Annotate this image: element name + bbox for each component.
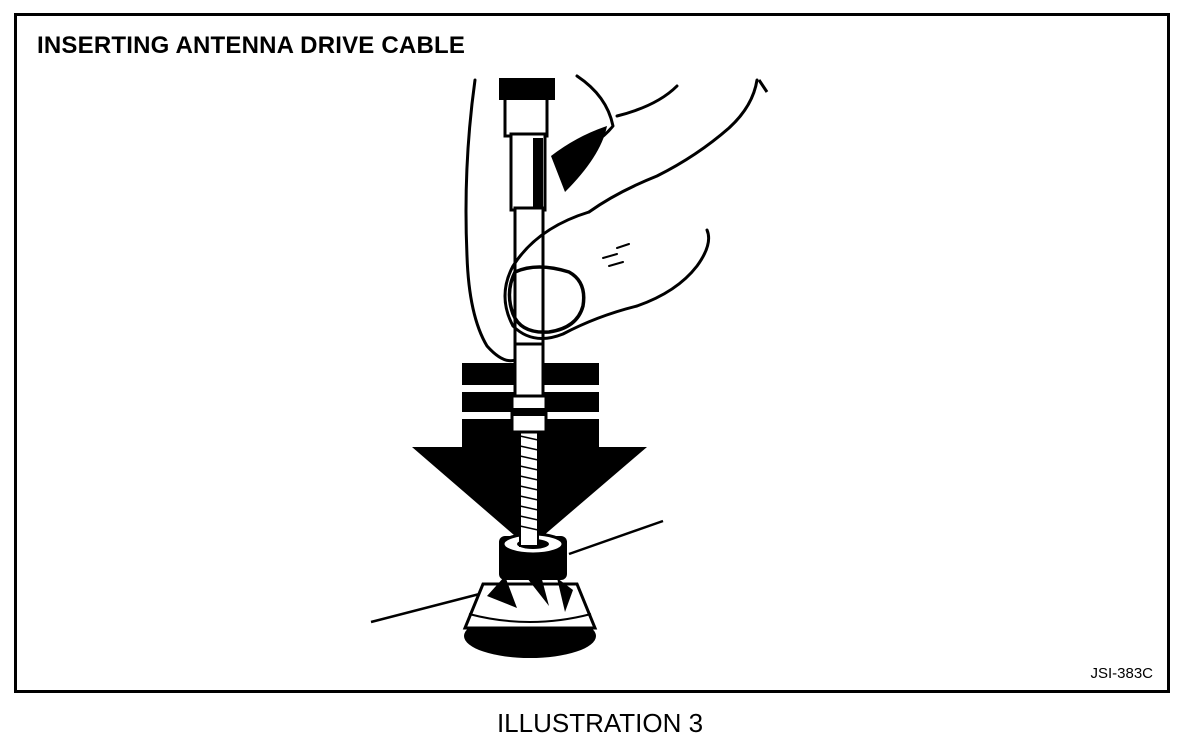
drive-cable xyxy=(510,340,548,547)
figure-caption: ILLUSTRATION 3 xyxy=(496,708,704,738)
hand xyxy=(464,74,759,363)
hand-shading xyxy=(551,126,607,192)
cable-guide-tube xyxy=(499,78,555,346)
hand-edge xyxy=(757,79,769,93)
figure-title: INSERTING ANTENNA DRIVE CABLE xyxy=(37,32,466,59)
antenna-cable-drawing xyxy=(370,74,769,658)
figure-code: JSI-383C xyxy=(1090,665,1153,682)
figure-frame: INSERTING ANTENNA DRIVE CABLE xyxy=(14,13,1170,693)
leader-lines xyxy=(370,519,664,624)
